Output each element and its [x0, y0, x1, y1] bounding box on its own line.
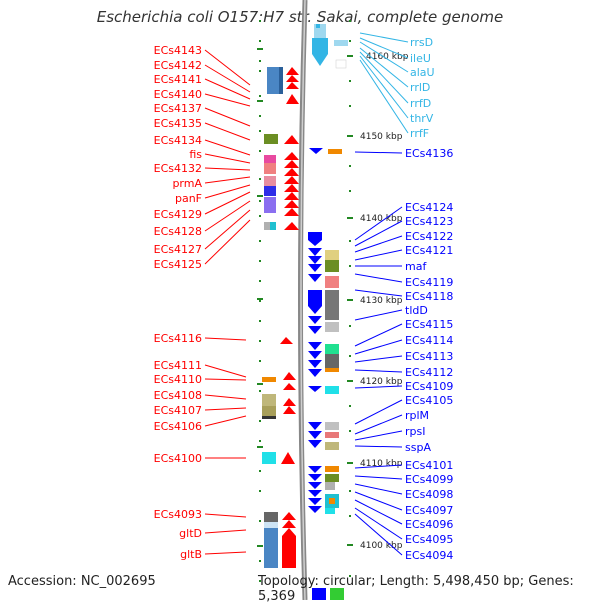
gene-label[interactable]: ECs4113: [405, 350, 453, 363]
gene-label[interactable]: sspA: [405, 441, 431, 454]
gene-label[interactable]: fis: [189, 148, 202, 161]
right-connectors: [354, 151, 403, 556]
gene-label[interactable]: prmA: [172, 177, 202, 190]
gene-label[interactable]: ECs4100: [154, 452, 202, 465]
rna-gene-label[interactable]: rrlD: [410, 81, 430, 94]
gene-label[interactable]: panF: [175, 192, 202, 205]
scale-label: 4130 kbp: [360, 296, 403, 306]
rna-gene-cluster: [312, 24, 348, 69]
map-title: Escherichia coli O157:H7 str. Sakai, com…: [96, 8, 504, 26]
scale-label: 4150 kbp: [360, 132, 403, 142]
gene-label[interactable]: ECs4108: [154, 389, 202, 402]
rna-gene-label[interactable]: ileU: [410, 52, 431, 65]
left-connectors: [204, 49, 251, 555]
gene-label[interactable]: ECs4142: [154, 59, 202, 72]
gene-label[interactable]: ECs4116: [154, 332, 202, 345]
gene-label[interactable]: ECs4137: [154, 102, 202, 115]
gene-label[interactable]: ECs4143: [154, 44, 202, 57]
rna-gene-label[interactable]: rrfD: [410, 97, 431, 110]
gene-label[interactable]: tldD: [405, 304, 428, 317]
gene-label[interactable]: rplM: [405, 409, 429, 422]
gene-label[interactable]: maf: [405, 260, 427, 273]
scale-label: 4110 kbp: [360, 459, 403, 469]
scale-label: 4120 kbp: [360, 377, 403, 387]
gene-label[interactable]: ECs4118: [405, 290, 453, 303]
rna-gene-label[interactable]: rrfF: [410, 127, 429, 140]
gene-label[interactable]: ECs4096: [405, 518, 453, 531]
gene-label[interactable]: gltD: [179, 527, 202, 540]
left-labels: ECs4143 ECs4142 ECs4141 ECs4140 ECs4137 …: [154, 44, 203, 561]
gene-label[interactable]: ECs4127: [154, 243, 202, 256]
gene-label[interactable]: ECs4123: [405, 215, 453, 228]
gene-label[interactable]: ECs4111: [154, 359, 202, 372]
gene-label[interactable]: ECs4115: [405, 318, 453, 331]
gene-label[interactable]: ECs4128: [154, 225, 202, 238]
gene-label[interactable]: ECs4110: [154, 373, 202, 386]
reverse-strand-genes: [308, 148, 344, 600]
gene-label[interactable]: ECs4121: [405, 244, 453, 257]
rna-gene-label[interactable]: alaU: [410, 66, 435, 79]
gene-label[interactable]: ECs4109: [405, 380, 453, 393]
rna-gene-label[interactable]: thrV: [410, 112, 434, 125]
gene-label[interactable]: ECs4135: [154, 117, 202, 130]
gene-label[interactable]: ECs4132: [154, 162, 202, 175]
gene-label[interactable]: ECs4093: [154, 508, 202, 521]
forward-strand-genes: [262, 67, 299, 568]
rna-connectors: [359, 32, 409, 134]
gene-label[interactable]: ECs4136: [405, 147, 453, 160]
gene-label[interactable]: ECs4097: [405, 504, 453, 517]
gene-label[interactable]: gltB: [180, 548, 202, 561]
gene-label[interactable]: ECs4119: [405, 276, 453, 289]
gene-label[interactable]: rpsI: [405, 425, 425, 438]
rna-labels: rrsD ileU alaU rrlD rrfD thrV rrfF: [410, 36, 435, 140]
gene-label[interactable]: ECs4124: [405, 201, 453, 214]
gene-label[interactable]: ECs4125: [154, 258, 202, 271]
gene-label[interactable]: ECs4107: [154, 404, 202, 417]
gene-label[interactable]: ECs4122: [405, 230, 453, 243]
gene-label[interactable]: ECs4098: [405, 488, 453, 501]
rna-gene-label[interactable]: rrsD: [410, 36, 433, 49]
gene-label[interactable]: ECs4101: [405, 459, 453, 472]
gene-label[interactable]: ECs4129: [154, 208, 202, 221]
gene-label[interactable]: ECs4094: [405, 549, 453, 562]
scale-label: 4100 kbp: [360, 541, 403, 551]
gene-label[interactable]: ECs4105: [405, 394, 453, 407]
accession-text: Accession: NC_002695: [8, 574, 156, 589]
right-labels: ECs4136 ECs4124 ECs4123 ECs4122 ECs4121 …: [405, 147, 453, 562]
scale-label: 4140 kbp: [360, 214, 403, 224]
tick-column-left: [257, 20, 263, 582]
gene-label[interactable]: ECs4106: [154, 420, 202, 433]
gene-label[interactable]: ECs4140: [154, 88, 202, 101]
tick-column-right: [347, 20, 353, 577]
gene-label[interactable]: ECs4095: [405, 533, 453, 546]
gene-label[interactable]: ECs4112: [405, 366, 453, 379]
gene-label[interactable]: ECs4134: [154, 134, 202, 147]
scale-label: 4160 kbp: [366, 52, 409, 62]
gene-label[interactable]: ECs4114: [405, 334, 453, 347]
gene-label[interactable]: ECs4099: [405, 473, 453, 486]
gene-label[interactable]: ECs4141: [154, 73, 202, 86]
